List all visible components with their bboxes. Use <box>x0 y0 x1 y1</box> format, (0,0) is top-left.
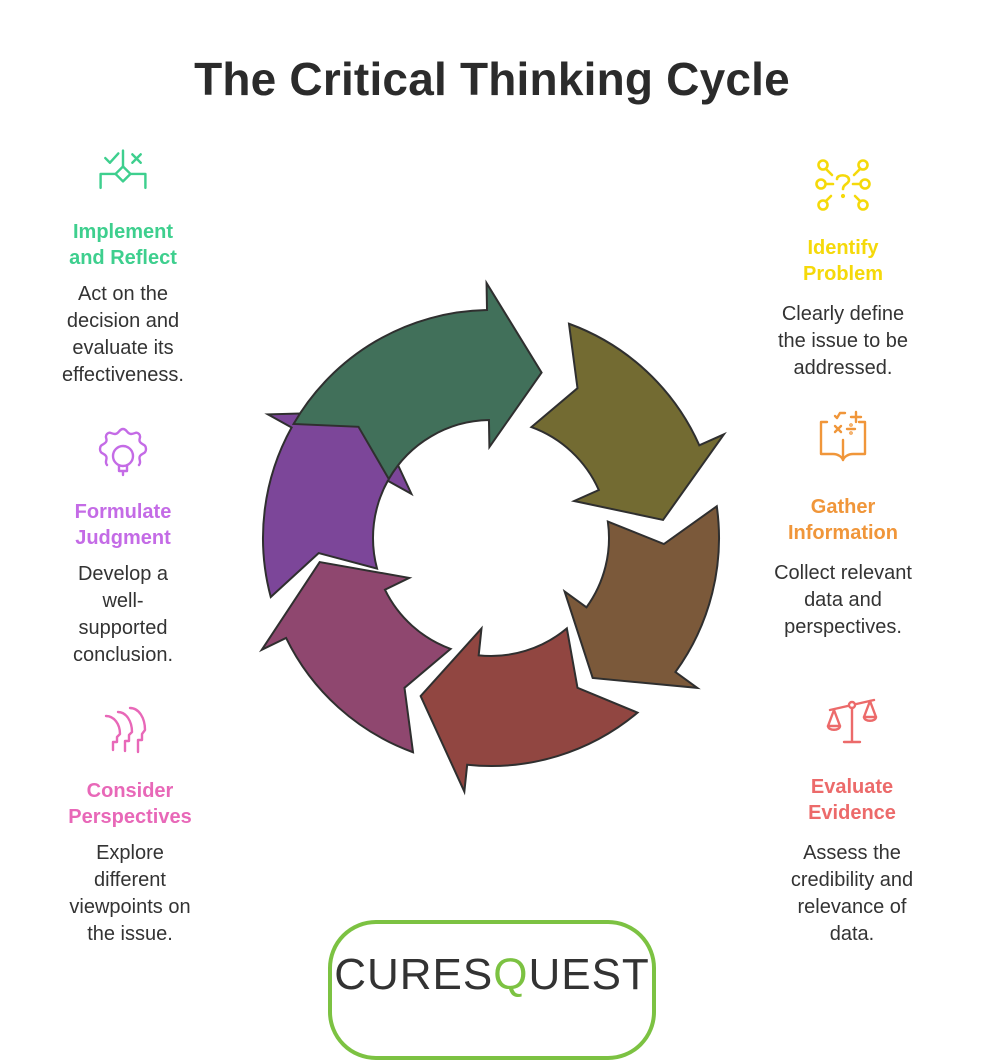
logo-text-end: UEST <box>528 950 650 999</box>
step-description: Assess the credibility and relevance of … <box>790 842 914 945</box>
balance-scale-icon <box>826 698 878 744</box>
step-description: Explore different viewpoints on the issu… <box>69 842 191 945</box>
gear-lightbulb-icon <box>98 427 148 477</box>
network-question-icon <box>815 159 871 211</box>
cycle-arrow-gather <box>562 504 720 690</box>
step-description: Act on the decision and evaluate its eff… <box>62 283 184 386</box>
step-description: Clearly define the issue to be addressed… <box>777 303 909 379</box>
step-description: Collect relevant data and perspectives. <box>774 562 912 638</box>
cycle-diagram <box>258 279 727 796</box>
cycle-arrow-consider <box>258 560 453 754</box>
cycle-arrow-identify <box>529 322 727 522</box>
cycle-arrow-implement <box>291 279 543 481</box>
cycle-arrow-evaluate <box>419 625 640 796</box>
math-book-icon <box>819 410 867 462</box>
step-description: Develop a well-supported conclusion. <box>72 563 174 666</box>
logo-text-start: CURES <box>334 950 494 999</box>
brand-logo: CURESQUEST <box>0 950 984 1000</box>
page-title: The Critical Thinking Cycle <box>194 53 790 105</box>
faces-profile-icon <box>104 706 147 754</box>
logo-text-q: Q <box>493 950 529 999</box>
decision-check-cross-icon <box>99 149 147 190</box>
